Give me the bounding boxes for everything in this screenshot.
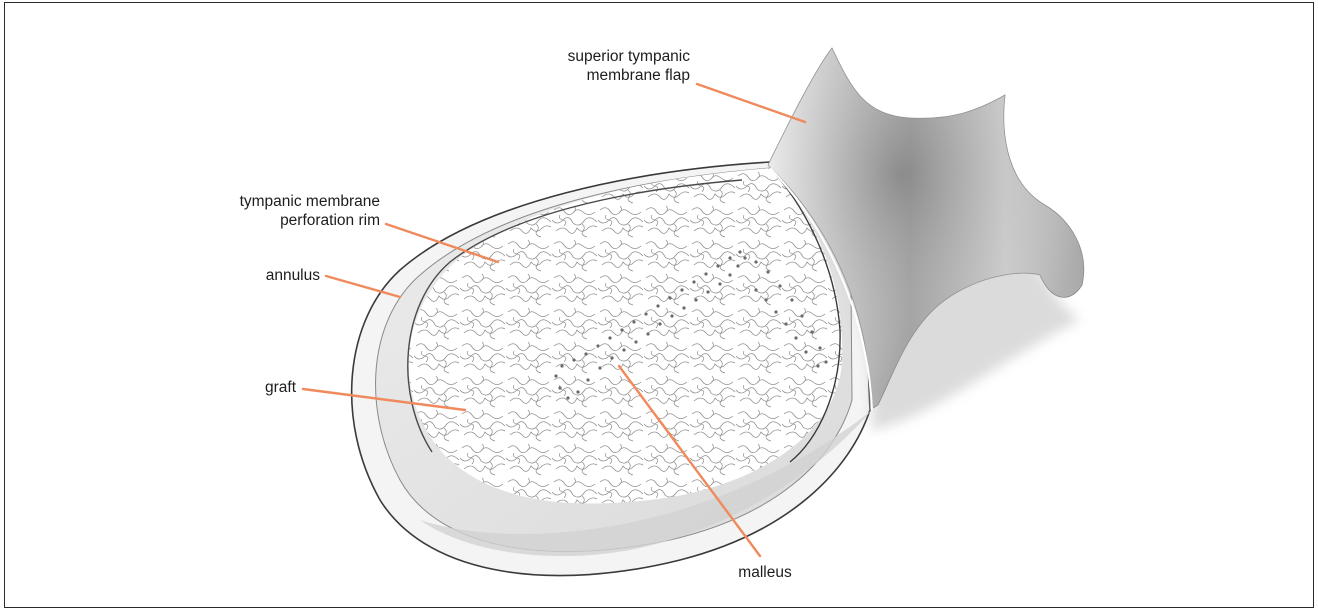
- label-annulus: annulus: [230, 266, 320, 285]
- label-perforation-rim-line2: perforation rim: [212, 211, 380, 230]
- label-malleus: malleus: [725, 563, 805, 582]
- label-superior-flap-line1: superior tympanic: [528, 47, 690, 66]
- label-graft-text: graft: [230, 378, 296, 397]
- label-superior-flap-line2: membrane flap: [528, 66, 690, 85]
- label-annulus-text: annulus: [230, 266, 320, 285]
- label-graft: graft: [230, 378, 296, 397]
- label-superior-flap: superior tympanic membrane flap: [528, 47, 690, 85]
- label-malleus-text: malleus: [725, 563, 805, 582]
- label-perforation-rim-line1: tympanic membrane: [212, 192, 380, 211]
- leader-superior-flap: [697, 84, 805, 122]
- label-perforation-rim: tympanic membrane perforation rim: [212, 192, 380, 230]
